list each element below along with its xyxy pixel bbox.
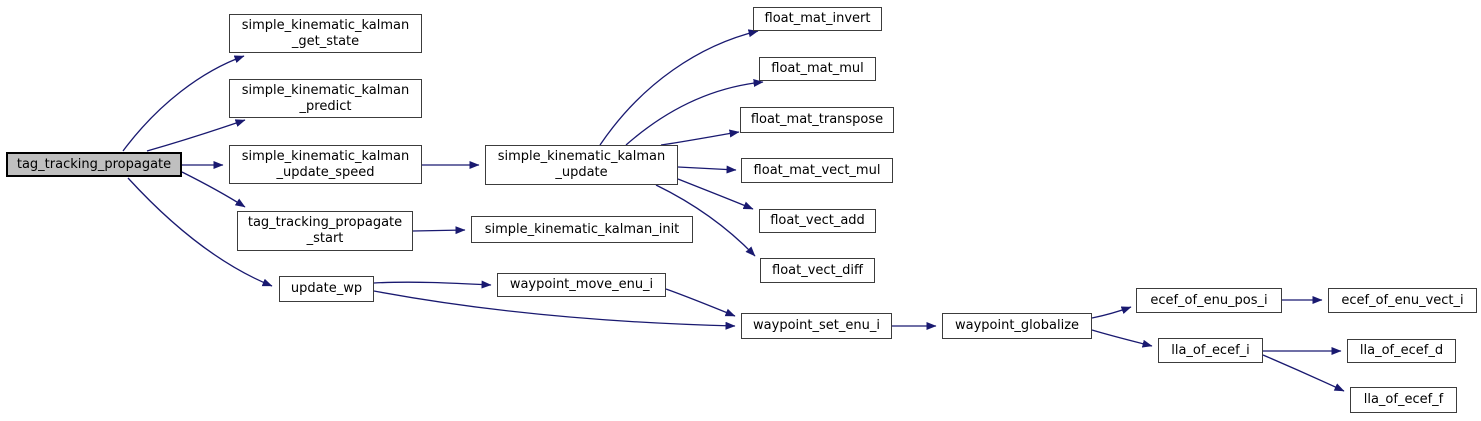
node-waypoint-move-enu-i[interactable]: waypoint_move_enu_i: [497, 273, 666, 297]
node-ecef-of-enu-vect-i[interactable]: ecef_of_enu_vect_i: [1328, 288, 1477, 313]
node-label: lla_of_ecef_d: [1359, 343, 1444, 358]
node-label: ecef_of_enu_pos_i: [1150, 292, 1268, 308]
edge-tag_tracking_propagate--tag_tracking_propagate_start: [181, 171, 246, 208]
edge-simple_kinematic_kalman_update--float_mat_mul: [625, 78, 764, 146]
node-update-wp[interactable]: update_wp: [279, 276, 374, 302]
node-label: float_mat_invert: [764, 11, 871, 26]
node-float-mat-invert[interactable]: float_mat_invert: [753, 7, 882, 31]
node-float-vect-add[interactable]: float_vect_add: [759, 209, 876, 233]
node-label: simple_kinematic_kalman_init: [484, 221, 680, 237]
edge-update_wp--waypoint_move_enu_i: [373, 280, 492, 289]
edge-simple_kinematic_kalman_update--float_mat_vect_mul: [677, 165, 737, 174]
edge-simple_kinematic_kalman_update--float_mat_transpose: [660, 129, 740, 146]
edge-tag_tracking_propagate--simple_kinematic_kalman_get_state: [122, 55, 245, 152]
node-waypoint-globalize[interactable]: waypoint_globalize: [942, 313, 1092, 339]
edge-tag_tracking_propagate--simple_kinematic_kalman_predict: [146, 119, 246, 152]
node-lla-of-ecef-d[interactable]: lla_of_ecef_d: [1347, 339, 1456, 363]
node-label: waypoint_set_enu_i: [753, 318, 880, 333]
node-simple-kinematic-kalman-update[interactable]: simple_kinematic_kalman _update: [485, 145, 678, 185]
node-tag-tracking-propagate-start[interactable]: tag_tracking_propagate _start: [237, 211, 413, 251]
edge-tag_tracking_propagate--update_wp: [127, 177, 273, 287]
node-float-mat-transpose[interactable]: float_mat_transpose: [740, 107, 894, 133]
node-simple-kinematic-kalman-init[interactable]: simple_kinematic_kalman_init: [471, 216, 693, 243]
node-label: ecef_of_enu_vect_i: [1341, 292, 1464, 308]
edge-waypoint_globalize--ecef_of_enu_pos_i: [1091, 306, 1132, 319]
edge-update_wp--waypoint_set_enu_i: [373, 290, 736, 330]
node-simple-kinematic-kalman-get-state[interactable]: simple_kinematic_kalman _get_state: [229, 14, 422, 53]
node-label: waypoint_move_enu_i: [509, 277, 654, 292]
edge-simple_kinematic_kalman_update--float_vect_add: [677, 178, 754, 210]
node-label: simple_kinematic_kalman _update_speed: [241, 148, 410, 180]
node-label: simple_kinematic_kalman _update: [497, 149, 666, 180]
node-label: update_wp: [290, 281, 363, 296]
node-label: float_mat_vect_mul: [753, 162, 881, 178]
edge-tag_tracking_propagate_start--simple_kinematic_kalman_init: [412, 226, 466, 235]
node-lla-of-ecef-f[interactable]: lla_of_ecef_f: [1350, 387, 1457, 413]
node-label: waypoint_globalize: [954, 318, 1080, 333]
node-waypoint-set-enu-i[interactable]: waypoint_set_enu_i: [741, 313, 892, 339]
node-lla-of-ecef-i[interactable]: lla_of_ecef_i: [1158, 338, 1263, 363]
edge-simple_kinematic_kalman_update--float_mat_invert: [599, 29, 759, 146]
node-ecef-of-enu-pos-i[interactable]: ecef_of_enu_pos_i: [1136, 288, 1282, 313]
node-label: simple_kinematic_kalman _get_state: [241, 17, 410, 49]
node-float-vect-diff[interactable]: float_vect_diff: [760, 258, 875, 283]
edge-lla_of_ecef_i--lla_of_ecef_f: [1262, 354, 1345, 392]
node-tag-tracking-propagate[interactable]: tag_tracking_propagate: [6, 152, 182, 177]
node-simple-kinematic-kalman-update-speed[interactable]: simple_kinematic_kalman _update_speed: [229, 145, 422, 184]
node-float-mat-vect-mul[interactable]: float_mat_vect_mul: [741, 158, 893, 183]
node-label: float_vect_add: [770, 213, 865, 228]
node-label: float_mat_mul: [771, 61, 864, 76]
node-label: float_mat_transpose: [750, 112, 884, 127]
node-float-mat-mul[interactable]: float_mat_mul: [759, 57, 876, 81]
edge-simple_kinematic_kalman_update--float_vect_diff: [655, 184, 756, 257]
node-simple-kinematic-kalman-predict[interactable]: simple_kinematic_kalman _predict: [229, 79, 422, 118]
node-label: simple_kinematic_kalman _predict: [241, 82, 410, 114]
edge-waypoint_globalize--lla_of_ecef_i: [1091, 329, 1153, 348]
node-label: lla_of_ecef_i: [1171, 342, 1250, 358]
node-label: float_vect_diff: [772, 262, 863, 278]
node-label: tag_tracking_propagate _start: [247, 215, 403, 246]
node-label: tag_tracking_propagate: [16, 156, 172, 172]
node-label: lla_of_ecef_f: [1363, 392, 1444, 407]
edge-waypoint_move_enu_i--waypoint_set_enu_i: [665, 288, 736, 317]
